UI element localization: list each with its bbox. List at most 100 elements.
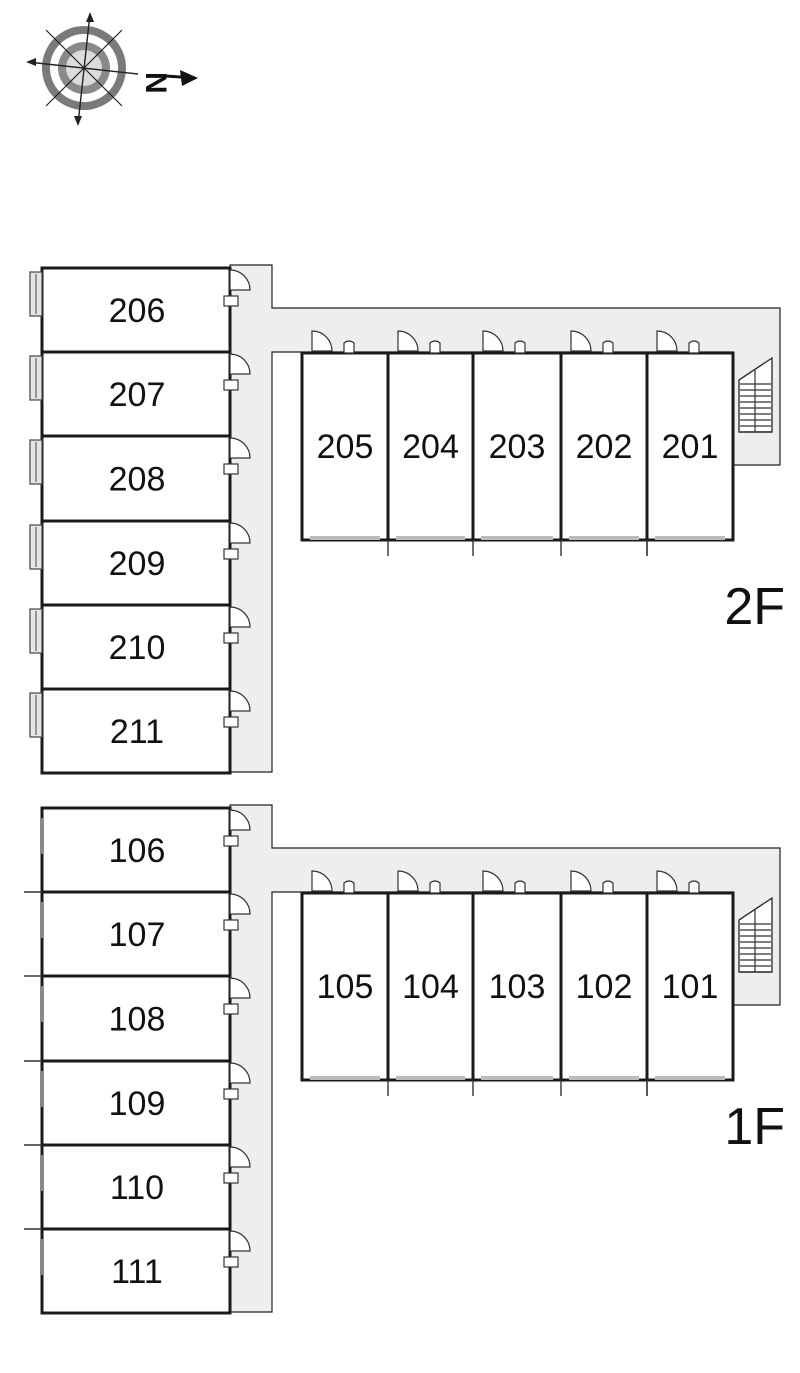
unit-number: 104 [402, 968, 459, 1006]
unit-number: 204 [402, 428, 459, 466]
floor-label: 1F [724, 1098, 785, 1156]
floor-1F: 106 107 108 109 110 111 105 104 103 102 101 1F [24, 804, 785, 1315]
room-outline [40, 806, 232, 894]
unit-110: 110 [24, 1143, 251, 1231]
compass-rose-icon [26, 12, 198, 126]
unit-207: 207 [29, 350, 251, 438]
meter-box [223, 295, 239, 307]
door-icon [229, 809, 251, 831]
unit-number: 109 [109, 1085, 166, 1123]
unit-number: 201 [662, 428, 719, 466]
window [569, 1076, 639, 1080]
door-icon [311, 330, 333, 352]
window [310, 536, 380, 540]
door-icon [229, 1230, 251, 1252]
unit-number: 107 [109, 916, 166, 954]
window [481, 536, 553, 540]
compass-north-label: N [139, 72, 172, 94]
window [655, 536, 725, 540]
unit-number: 105 [317, 968, 374, 1006]
unit-number: 102 [576, 968, 633, 1006]
door-icon [229, 1062, 251, 1084]
door-icon [656, 330, 678, 352]
door-icon [229, 1146, 251, 1168]
door-icon [311, 870, 333, 892]
window [569, 536, 639, 540]
unit-206: 206 [29, 266, 251, 354]
meter-box [223, 1088, 239, 1100]
door-icon [229, 353, 251, 375]
door-icon [570, 330, 592, 352]
floor-2F: 206 207 208 209 210 211 205 204 203 202 201 2F [29, 264, 785, 775]
door-icon [229, 977, 251, 999]
window [396, 536, 465, 540]
meter-box [223, 463, 239, 475]
window [481, 1076, 553, 1080]
meter-box [223, 632, 239, 644]
door-icon [482, 870, 504, 892]
unit-101: 101 [645, 870, 735, 1096]
room-outline [471, 891, 563, 1082]
door-icon [656, 870, 678, 892]
unit-203: 203 [471, 330, 563, 556]
unit-number: 208 [109, 461, 166, 499]
unit-104: 104 [386, 870, 475, 1096]
door-icon [229, 522, 251, 544]
room-outline [40, 519, 232, 607]
room-outline [40, 1227, 232, 1315]
unit-number: 210 [109, 629, 166, 667]
window [310, 1076, 380, 1080]
meter-box [223, 1003, 239, 1015]
meter-box [688, 340, 700, 354]
meter-box [223, 1256, 239, 1268]
meter-box [429, 880, 441, 894]
unit-109: 109 [24, 1059, 251, 1147]
floor-label: 2F [724, 578, 785, 636]
unit-201: 201 [645, 330, 735, 556]
unit-205: 205 [300, 330, 390, 542]
window [396, 1076, 465, 1080]
unit-102: 102 [559, 870, 649, 1096]
unit-number: 106 [109, 832, 166, 870]
meter-box [223, 1172, 239, 1184]
meter-box [602, 880, 614, 894]
room-outline [40, 1143, 232, 1231]
unit-108: 108 [24, 974, 251, 1063]
meter-box [688, 880, 700, 894]
unit-209: 209 [29, 519, 251, 607]
unit-number: 211 [110, 713, 164, 751]
unit-number: 103 [489, 968, 546, 1006]
meter-box [223, 716, 239, 728]
unit-number: 101 [662, 968, 719, 1006]
meter-box [223, 919, 239, 931]
unit-number: 110 [110, 1169, 164, 1207]
unit-number: 209 [109, 545, 166, 583]
unit-number: 111 [111, 1253, 163, 1291]
room-outline [40, 687, 232, 775]
unit-107: 107 [24, 890, 251, 978]
meter-box [223, 835, 239, 847]
door-icon [397, 870, 419, 892]
door-icon [570, 870, 592, 892]
unit-106: 106 [40, 806, 251, 894]
unit-number: 108 [109, 1001, 166, 1039]
unit-number: 206 [109, 292, 166, 330]
unit-204: 204 [386, 330, 475, 556]
meter-box [514, 880, 526, 894]
door-icon [229, 606, 251, 628]
unit-210: 210 [29, 603, 251, 691]
unit-number: 202 [576, 428, 633, 466]
unit-number: 205 [317, 428, 374, 466]
unit-202: 202 [559, 330, 649, 556]
window [655, 1076, 725, 1080]
meter-box [223, 548, 239, 560]
room-outline [40, 603, 232, 691]
meter-box [514, 340, 526, 354]
door-icon [397, 330, 419, 352]
unit-103: 103 [471, 870, 563, 1096]
unit-number: 207 [109, 376, 166, 414]
unit-number: 203 [489, 428, 546, 466]
meter-box [343, 340, 355, 354]
unit-211: 211 [29, 687, 251, 775]
